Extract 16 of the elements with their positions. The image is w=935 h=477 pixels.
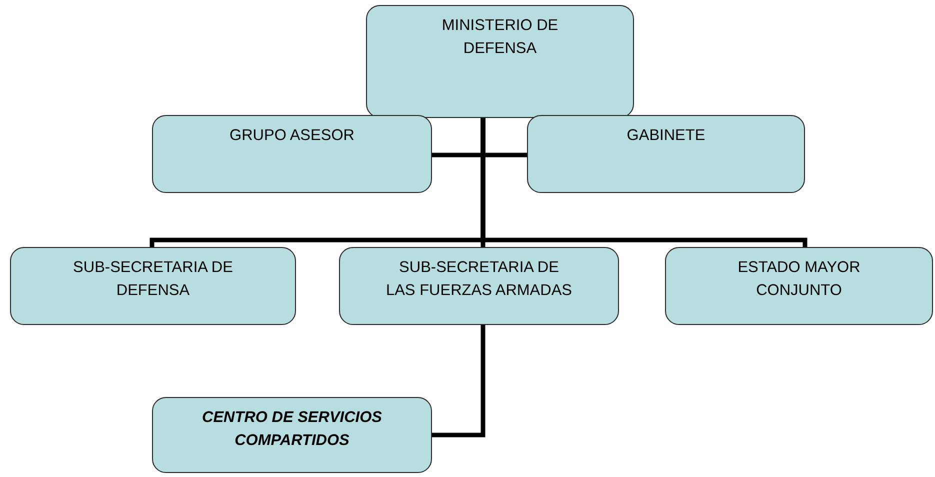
org-box — [665, 247, 933, 325]
box-label: ESTADO MAYOR CONJUNTO — [736, 258, 862, 302]
box-label: SUB-SECRETARIA DE LAS FUERZAS ARMADAS — [385, 258, 573, 302]
box-label: SUB-SECRETARIA DE DEFENSA — [72, 258, 234, 302]
box-label: GRUPO ASESOR — [228, 126, 356, 146]
connector-line — [432, 325, 486, 438]
box-label: MINISTERIO DE DEFENSA — [440, 16, 560, 60]
box-label: CENTRO DE SERVICIOS COMPARTIDOS — [201, 408, 383, 452]
org-box — [152, 397, 432, 473]
org-box — [527, 115, 805, 193]
org-box — [366, 5, 634, 118]
org-box — [152, 115, 432, 193]
box-label: GABINETE — [626, 126, 706, 146]
connector-line — [480, 118, 808, 247]
org-box — [339, 247, 619, 325]
org-box — [10, 247, 296, 325]
